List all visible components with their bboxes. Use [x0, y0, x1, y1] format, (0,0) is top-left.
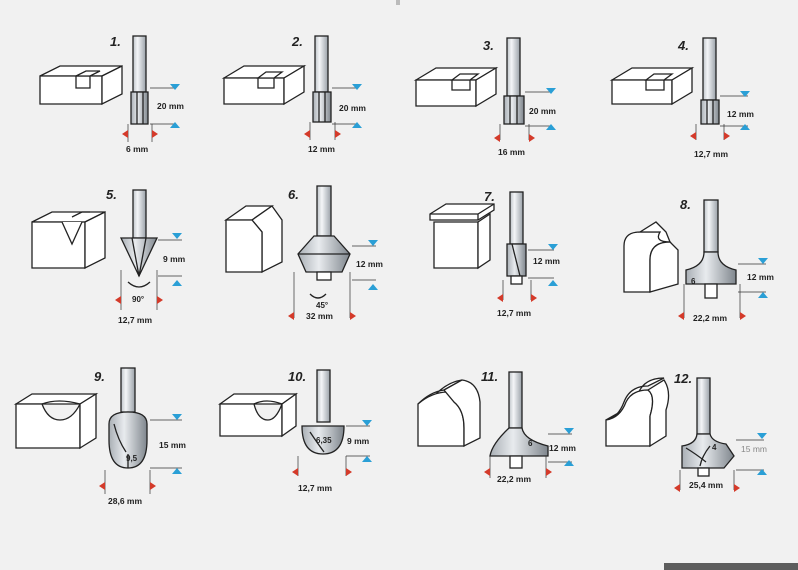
bit-9-width: 28,6 mm [108, 496, 142, 506]
bit-2-height: 20 mm [339, 103, 366, 113]
bit-4-height: 12 mm [727, 109, 754, 119]
bit-9-dimensions: 15 mm 28,6 mm [99, 414, 186, 506]
bit-6-dimensions: 12 mm 32 mm [288, 240, 383, 321]
bit-8-workpiece [623, 221, 679, 293]
bit-8-number: 8. [680, 197, 691, 212]
bit-5-width: 12,7 mm [118, 315, 152, 325]
bit-3-height: 20 mm [529, 106, 556, 116]
bit-6-height: 12 mm [356, 259, 383, 269]
bit-2-number: 2. [291, 34, 303, 49]
bit-11-cutter: 6 [489, 371, 549, 469]
bit-3-number: 3. [483, 38, 494, 53]
bit-5-dimensions: 9 mm 12,7 mm [115, 233, 186, 325]
bit-11-workpiece [417, 379, 481, 448]
bit-4: 4. 12 mm 12,7 mm [609, 37, 754, 159]
bit-10-number: 10. [288, 369, 306, 384]
bit-9-radius: 9,5 [126, 454, 138, 463]
bit-12-radius: 4 [712, 443, 717, 452]
bit-9: 9. 9,5 15 mm 28,6 mm [13, 367, 186, 506]
bit-10-workpiece [217, 392, 299, 438]
bit-12-dimensions: 15 mm 25,4 mm [674, 433, 767, 492]
bit-10-dimensions: 9 mm 12,7 mm [292, 420, 372, 493]
bit-6: 6. 45° 12 mm 32 mm [223, 185, 383, 321]
bottom-edge-fragment [664, 563, 798, 570]
bit-8-width: 22,2 mm [693, 313, 727, 323]
top-edge-mark [396, 0, 400, 5]
bit-11-dimensions: 12 mm 22,2 mm [484, 428, 576, 484]
bit-3-cutter [503, 37, 525, 125]
bit-10-radius: 6,35 [316, 436, 332, 445]
bit-1-width: 6 mm [126, 144, 149, 154]
bit-12-number: 12. [674, 371, 692, 386]
bit-9-height: 15 mm [159, 440, 186, 450]
bit-12-height: 15 mm [741, 444, 767, 454]
bit-4-workpiece [609, 66, 695, 106]
bit-4-cutter [700, 37, 720, 125]
bit-9-number: 9. [94, 369, 105, 384]
bit-5-angle: 90° [132, 295, 144, 304]
bit-1-height: 20 mm [157, 101, 184, 111]
bit-5: 5. 90° 9 mm 12,7 mm [31, 187, 186, 325]
bit-2-cutter [312, 35, 332, 123]
bit-6-cutter: 45° [297, 185, 351, 310]
bit-1: 1. 20 mm 6 mm [39, 34, 184, 154]
bit-3: 3. 20 mm 16 mm [413, 37, 556, 157]
bit-8-cutter: 6 [685, 199, 737, 299]
bit-12-workpiece [605, 377, 670, 448]
bit-10-width: 12,7 mm [298, 483, 332, 493]
bit-8-radius: 6 [691, 277, 696, 286]
bit-4-width: 12,7 mm [694, 149, 728, 159]
bit-11-radius: 6 [528, 439, 533, 448]
bit-2-workpiece [221, 64, 307, 106]
bit-7-width: 12,7 mm [497, 308, 531, 318]
bit-7: 7. 12 mm 12,7 mm [429, 189, 560, 318]
bit-7-workpiece [429, 203, 495, 270]
bit-3-workpiece [413, 66, 499, 108]
bit-4-number: 4. [677, 38, 689, 53]
bit-12-cutter: 4 [681, 377, 735, 477]
bit-10: 10. 6,35 9 mm 12,7 mm [217, 369, 372, 493]
bit-1-cutter [130, 35, 149, 125]
bit-11-height: 12 mm [549, 443, 576, 453]
bit-9-cutter: 9,5 [108, 367, 148, 469]
bit-7-dimensions: 12 mm 12,7 mm [497, 244, 560, 318]
bit-6-number: 6. [288, 187, 299, 202]
bit-11: 11. 6 12 mm 22,2 mm [417, 369, 576, 484]
bit-3-dimensions: 20 mm 16 mm [494, 88, 556, 157]
bit-7-number: 7. [484, 189, 495, 204]
bit-7-cutter [506, 191, 527, 285]
bit-8: 8. 6 12 mm 22,2 mm [623, 197, 774, 323]
bit-7-height: 12 mm [533, 256, 560, 266]
bit-11-number: 11. [481, 369, 498, 384]
bit-6-workpiece [223, 205, 283, 274]
bit-2-width: 12 mm [308, 144, 335, 154]
bit-5-workpiece [31, 210, 106, 270]
bit-4-dimensions: 12 mm 12,7 mm [690, 91, 754, 159]
bit-2-dimensions: 20 mm 12 mm [304, 84, 366, 154]
bit-5-cutter: 90° [119, 189, 159, 304]
bit-3-width: 16 mm [498, 147, 525, 157]
bit-10-height: 9 mm [347, 436, 370, 446]
bit-2: 2. 20 mm 12 mm [221, 34, 366, 154]
bit-9-workpiece [13, 392, 99, 450]
bit-8-height: 12 mm [747, 272, 774, 282]
bit-5-height: 9 mm [163, 254, 186, 264]
bit-6-width: 32 mm [306, 311, 333, 321]
bit-11-width: 22,2 mm [497, 474, 531, 484]
bit-1-dimensions: 20 mm 6 mm [122, 84, 184, 154]
bit-12: 12. 4 15 mm 25,4 mm [605, 371, 767, 492]
bit-1-number: 1. [110, 34, 121, 49]
bit-6-angle: 45° [316, 301, 328, 310]
bit-1-workpiece [39, 64, 123, 106]
bit-10-cutter: 6,35 [301, 369, 345, 455]
bit-5-number: 5. [106, 187, 117, 202]
bit-12-width: 25,4 mm [689, 480, 723, 490]
bit-8-dimensions: 12 mm 22,2 mm [678, 258, 774, 323]
